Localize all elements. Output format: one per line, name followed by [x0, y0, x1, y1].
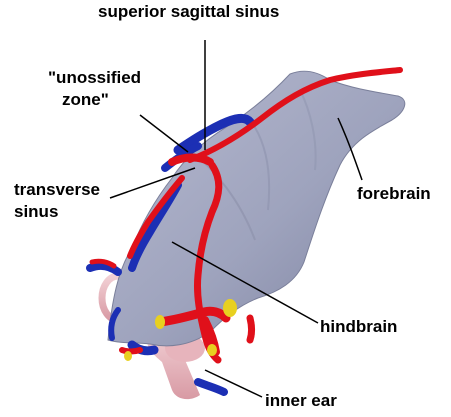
label-transverse-sinus-line2: sinus [14, 202, 58, 222]
label-unossified-zone-line1: "unossified [48, 68, 141, 88]
label-superior-sagittal-sinus: superior sagittal sinus [98, 2, 279, 22]
label-inner-ear: inner ear [265, 391, 337, 411]
leader-unossified-zone [140, 115, 188, 152]
label-unossified-zone-line2: zone" [62, 90, 109, 110]
brain-body [108, 71, 405, 346]
label-transverse-sinus-line1: transverse [14, 180, 100, 200]
label-forebrain: forebrain [357, 184, 431, 204]
label-hindbrain: hindbrain [320, 317, 397, 337]
